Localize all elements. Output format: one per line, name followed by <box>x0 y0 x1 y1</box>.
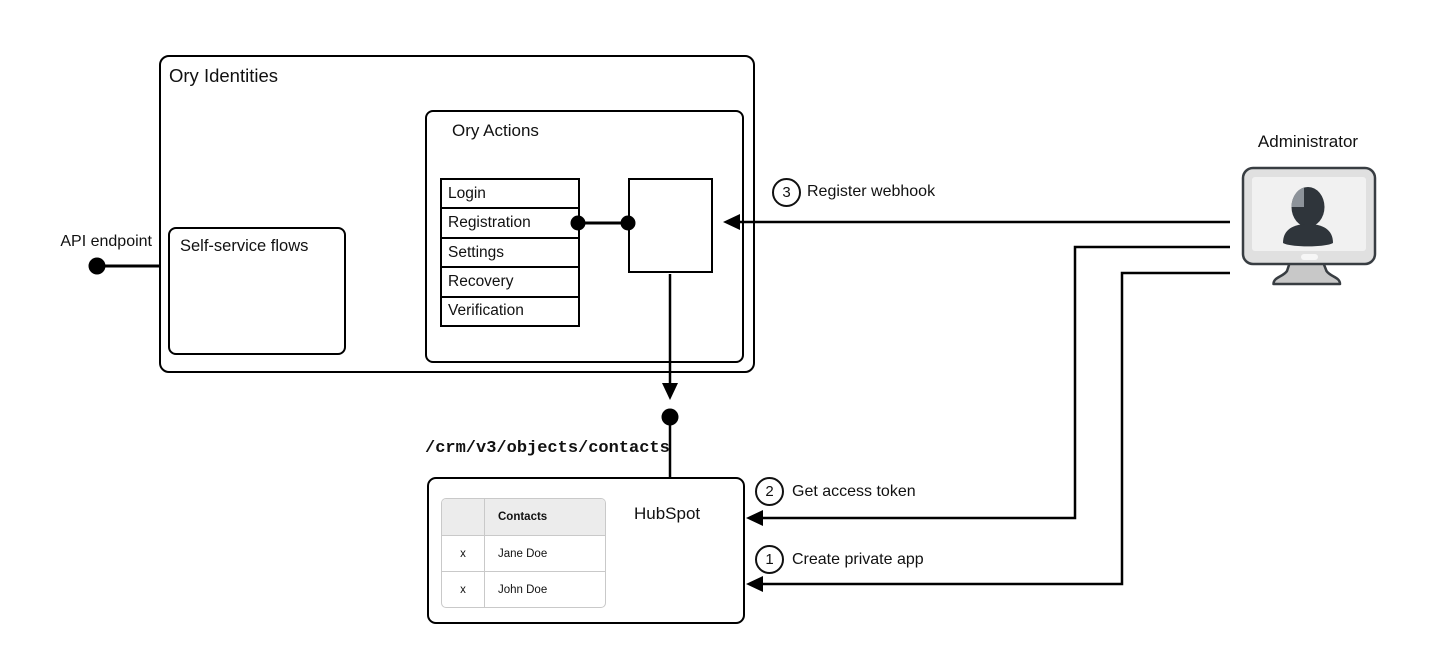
contacts-table-header-row: Contacts <box>442 499 605 535</box>
create-private-app-arrow <box>746 271 1230 592</box>
api-endpoint-connector <box>88 257 161 275</box>
contacts-table-corner-cell <box>442 499 485 535</box>
contacts-table: Contacts x Jane Doe x John Doe <box>441 498 606 608</box>
webhook-action-box <box>628 178 713 273</box>
step-2-badge: 2 <box>755 477 784 506</box>
hubspot-box: HubSpot Contacts x Jane Doe x John Doe <box>427 477 745 624</box>
flow-row-verification: Verification <box>442 295 578 325</box>
flow-label-registration: Registration <box>448 214 531 232</box>
api-endpoint-dot <box>88 257 106 275</box>
create-private-app-line <box>759 271 1230 586</box>
ory-actions-title: Ory Actions <box>452 121 539 140</box>
monitor-button <box>1301 254 1318 260</box>
endpoint-path-label: /crm/v3/objects/contacts <box>425 439 670 458</box>
monitor-stand <box>1272 260 1342 286</box>
arrowhead-left-icon <box>746 510 763 526</box>
self-service-flows-box: Self-service flows <box>168 227 346 355</box>
ory-identities-title: Ory Identities <box>169 65 278 86</box>
contacts-table-row: x John Doe <box>442 571 605 607</box>
ory-identities-box: Ory Identities <box>159 55 755 373</box>
contacts-table-header-cell: Contacts <box>498 511 548 523</box>
step-3-badge: 3 <box>772 178 801 207</box>
hubspot-title: HubSpot <box>634 504 701 523</box>
api-endpoint-label: API endpoint <box>60 233 152 250</box>
flow-list: Login Registration Settings Recovery Ver… <box>440 178 580 327</box>
step-1-badge: 1 <box>755 545 784 574</box>
administrator-monitor-icon <box>1241 166 1377 286</box>
contacts-row-marker: x <box>442 536 485 571</box>
flow-row-login: Login <box>442 180 578 207</box>
step-1-label: Create private app <box>792 551 924 568</box>
person-shoulders-icon <box>1283 224 1333 247</box>
arrowhead-down-icon <box>662 383 678 400</box>
person-head-highlight <box>1291 187 1304 207</box>
monitor-bezel <box>1241 166 1377 266</box>
flow-label-settings: Settings <box>448 243 505 261</box>
person-head-icon <box>1291 187 1325 227</box>
flow-label-verification: Verification <box>448 302 524 320</box>
contacts-row-name: Jane Doe <box>498 547 548 560</box>
arrowhead-left-icon <box>746 576 763 592</box>
step-2-label: Get access token <box>792 483 916 500</box>
monitor-screen <box>1252 177 1366 251</box>
flow-row-registration: Registration <box>442 207 578 236</box>
step-3-label: Register webhook <box>807 183 936 200</box>
ory-actions-box: Ory Actions <box>425 110 744 363</box>
flow-row-settings: Settings <box>442 236 578 266</box>
flow-label-recovery: Recovery <box>448 272 514 290</box>
contacts-table-row: x Jane Doe <box>442 535 605 571</box>
register-webhook-arrow <box>723 214 1230 230</box>
contacts-row-name: John Doe <box>498 583 548 596</box>
flow-label-login: Login <box>448 184 486 202</box>
administrator-label: Administrator <box>1257 132 1359 151</box>
get-access-token-line <box>759 245 1230 520</box>
hubspot-endpoint-dot <box>661 408 679 426</box>
self-service-flows-title: Self-service flows <box>180 237 309 255</box>
contacts-row-marker: x <box>442 572 485 607</box>
flow-row-recovery: Recovery <box>442 266 578 295</box>
